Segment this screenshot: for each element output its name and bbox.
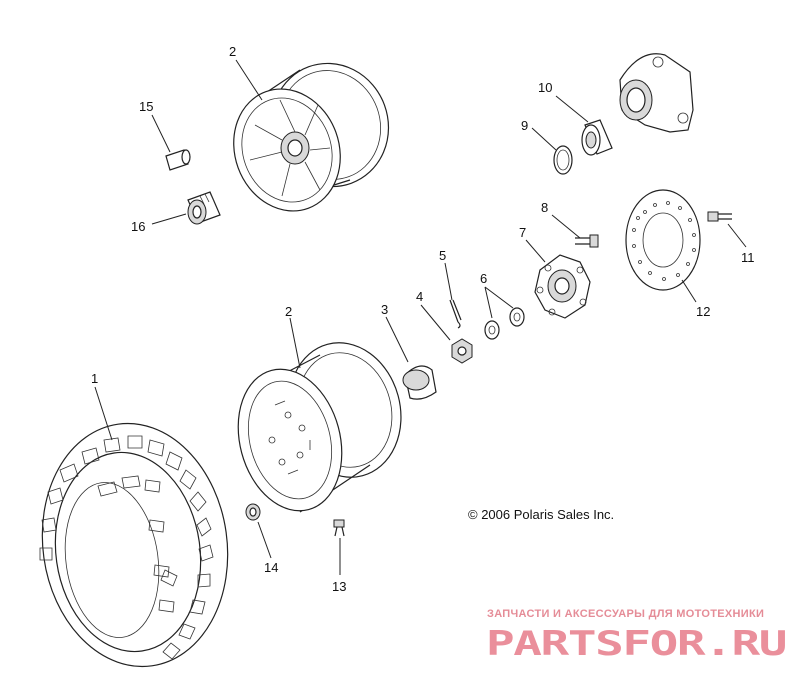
callout-hub-bolt: 8 (541, 200, 548, 215)
callout-wheel-lower: 2 (285, 304, 292, 319)
lug-nut (245, 503, 261, 521)
wheel-lower (237, 342, 402, 513)
callout-stud: 15 (139, 99, 153, 114)
callout-retaining-ring: 9 (521, 118, 528, 133)
disc-bolt (707, 211, 732, 222)
valve-stem (333, 519, 345, 537)
wheel-hub (534, 254, 591, 319)
callout-lug-nut: 14 (264, 560, 278, 575)
wheel-bearing (581, 119, 613, 156)
callout-bearing: 10 (538, 80, 552, 95)
callout-cotter-pin: 5 (439, 248, 446, 263)
leader-lines (94, 59, 747, 575)
callout-valve-stem: 13 (332, 579, 346, 594)
wheel-upper (233, 62, 390, 212)
callout-washers: 6 (480, 271, 487, 286)
wheel-stud (165, 149, 191, 171)
callout-nut: 4 (416, 289, 423, 304)
knuckle-housing (619, 53, 694, 133)
callout-hub: 7 (519, 225, 526, 240)
copyright-text: © 2006 Polaris Sales Inc. (468, 507, 614, 522)
watermark: ЗАПЧАСТИ И АКСЕССУАРЫ ДЛЯ МОТОТЕХНИКИ PA… (486, 608, 787, 664)
callout-disc-bolt: 11 (741, 250, 755, 265)
cotter-pin (449, 299, 462, 329)
callout-bushing: 16 (131, 219, 145, 234)
washers (484, 307, 525, 340)
castle-nut (451, 338, 473, 364)
callout-wheel-upper: 2 (229, 44, 236, 59)
center-cap (402, 365, 437, 400)
brake-disc (625, 189, 701, 291)
watermark-tagline: ЗАПЧАСТИ И АКСЕССУАРЫ ДЛЯ МОТОТЕХНИКИ (487, 608, 764, 620)
callout-labels: 1 2 2 3 4 5 6 7 8 9 10 11 12 13 14 15 16 (91, 44, 755, 594)
callout-tire: 1 (91, 371, 98, 386)
retaining-ring (553, 145, 573, 175)
callout-brake-disc: 12 (696, 304, 710, 319)
tire (39, 422, 229, 668)
hub-bolt (575, 234, 599, 248)
callout-cap: 3 (381, 302, 388, 317)
watermark-brand: PARTSFOR.RU (486, 624, 786, 664)
bushing (187, 191, 221, 225)
